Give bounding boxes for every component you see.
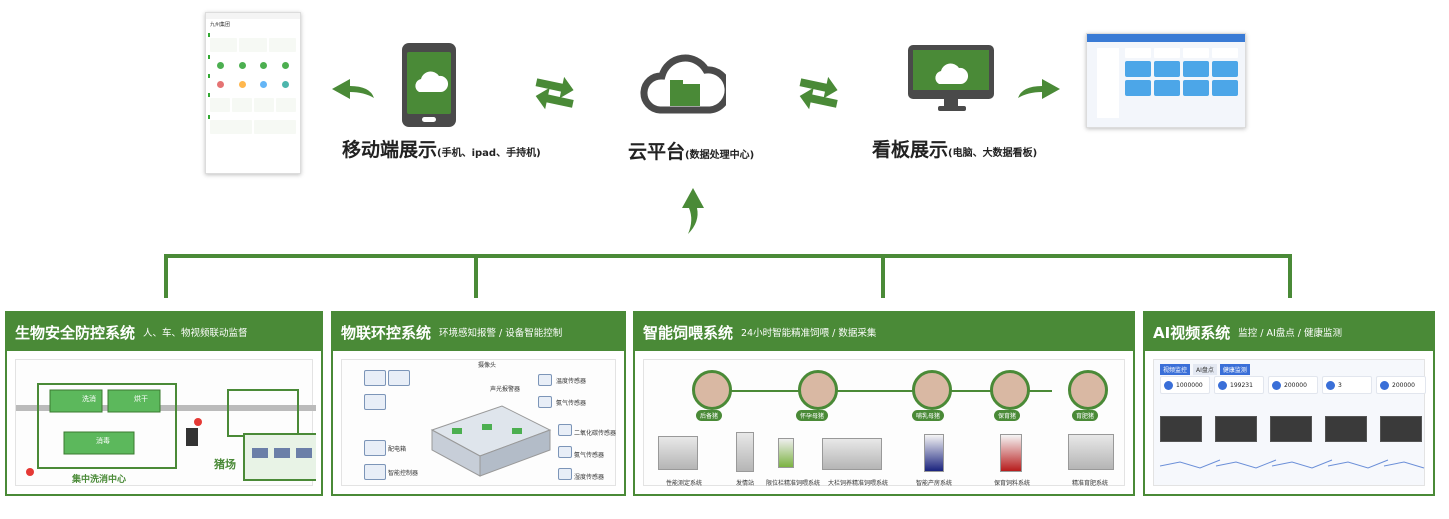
arrow-left-icon bbox=[332, 79, 374, 99]
cloud-icon bbox=[640, 54, 726, 114]
panel-title: 物联环控系统 bbox=[341, 323, 432, 342]
connector bbox=[881, 254, 885, 298]
panel-subtitle: 24小时智能精准饲喂 / 数据采集 bbox=[741, 328, 877, 339]
sync-arrows-icon bbox=[799, 76, 838, 110]
stat-card: 3 bbox=[1322, 376, 1372, 394]
connector bbox=[1288, 254, 1292, 298]
tab-health[interactable]: 健康监测 bbox=[1219, 364, 1250, 375]
cloud-label: 云平台(数据处理中心) bbox=[628, 141, 755, 163]
label-sensor: 氨气传感器 bbox=[556, 400, 587, 407]
barn-illustration bbox=[430, 405, 552, 477]
stat-card: 199231 bbox=[1214, 376, 1264, 394]
trend-lines bbox=[1160, 459, 1425, 469]
label-camera: 摄像头 bbox=[478, 362, 497, 369]
panel-ai-video: AI视频系统监控 / AI盘点 / 健康监测 视频监控 AI盘点 健康监测 10… bbox=[1143, 311, 1435, 496]
phone-app-title: 九州集团 bbox=[210, 22, 231, 28]
stat-card: 200000 bbox=[1376, 376, 1426, 394]
arrow-up-icon bbox=[682, 188, 704, 234]
device-label: 限位栏精准饲喂系统 bbox=[766, 480, 821, 487]
video-thumbs bbox=[1160, 416, 1422, 442]
stat-card: 1000000 bbox=[1160, 376, 1210, 394]
device-label: 发情站 bbox=[736, 480, 755, 487]
panel-subtitle: 环境感知报警 / 设备智能控制 bbox=[439, 328, 563, 339]
panel-title: AI视频系统 bbox=[1153, 323, 1231, 342]
label-distribution-box: 配电箱 bbox=[388, 446, 407, 453]
label-dry: 烘干 bbox=[134, 395, 148, 403]
tab-ai-count[interactable]: AI盘点 bbox=[1193, 364, 1217, 375]
monitor-icon bbox=[908, 45, 994, 109]
device-label: 智能产房系统 bbox=[916, 480, 953, 487]
stage-label: 后备猪 bbox=[696, 410, 723, 421]
connector-horizontal bbox=[164, 254, 1292, 258]
stat-card: 200000 bbox=[1268, 376, 1318, 394]
panel-feeding: 智能饲喂系统 24小时智能精准饲喂 / 数据采集 后备猪 怀孕母猪 哺乳母猪 保育… bbox=[633, 311, 1135, 496]
label-wash: 洗消 bbox=[82, 395, 96, 403]
label-sensor: 二氧化碳传感器 bbox=[574, 430, 617, 437]
label-controller: 智能控制器 bbox=[388, 470, 419, 477]
panel-biosecurity: 生物安全防控系统人、车、物视频联动监督 洗消 烘干 消毒 集中洗消中心 猪场 bbox=[5, 311, 323, 496]
mobile-screenshot: 九州集团 bbox=[205, 12, 301, 174]
stage-label: 怀孕母猪 bbox=[796, 410, 829, 421]
label-sensor: 温度传感器 bbox=[556, 378, 587, 385]
label-wash-center: 集中洗消中心 bbox=[72, 475, 127, 485]
label-farm: 猪场 bbox=[214, 458, 236, 471]
device-label: 保育饲料系统 bbox=[994, 480, 1031, 487]
stage-label: 哺乳母猪 bbox=[912, 410, 945, 421]
stage-line bbox=[712, 390, 1052, 392]
connector bbox=[474, 254, 478, 298]
connector bbox=[164, 254, 168, 298]
panel-subtitle: 监控 / AI盘点 / 健康监测 bbox=[1238, 328, 1342, 339]
mobile-label: 移动端展示(手机、ipad、手持机) bbox=[342, 139, 541, 161]
device-label: 大栏饲养精准饲喂系统 bbox=[828, 480, 889, 487]
panel-subtitle: 人、车、物视频联动监督 bbox=[143, 328, 248, 339]
biosecurity-diagram bbox=[16, 383, 316, 481]
device-label: 精准育肥系统 bbox=[1072, 480, 1109, 487]
dashboard-screenshot bbox=[1086, 33, 1246, 128]
stage-label: 育肥猪 bbox=[1072, 410, 1099, 421]
board-label: 看板展示(电脑、大数据看板) bbox=[872, 139, 1038, 161]
panel-iot: 物联环控系统环境感知报警 / 设备智能控制 配电箱 智能控制器 摄像头 声光报警… bbox=[331, 311, 626, 496]
label-alarm: 声光报警器 bbox=[490, 386, 521, 393]
stage-label: 保育猪 bbox=[994, 410, 1021, 421]
sync-arrows-icon bbox=[535, 76, 574, 110]
panel-title: 生物安全防控系统 bbox=[15, 323, 136, 342]
label-sensor: 氨气传感器 bbox=[574, 452, 605, 459]
monitor-stand bbox=[938, 106, 966, 111]
arrow-right-icon bbox=[1018, 79, 1060, 99]
panel-title: 智能饲喂系统 bbox=[643, 323, 734, 342]
tab-video[interactable]: 视频监控 bbox=[1160, 364, 1191, 375]
device-label: 性能测定系统 bbox=[666, 480, 703, 487]
mobile-phone-icon bbox=[402, 43, 456, 127]
label-disinfect: 消毒 bbox=[96, 437, 110, 445]
label-sensor: 湿度传感器 bbox=[574, 474, 605, 481]
